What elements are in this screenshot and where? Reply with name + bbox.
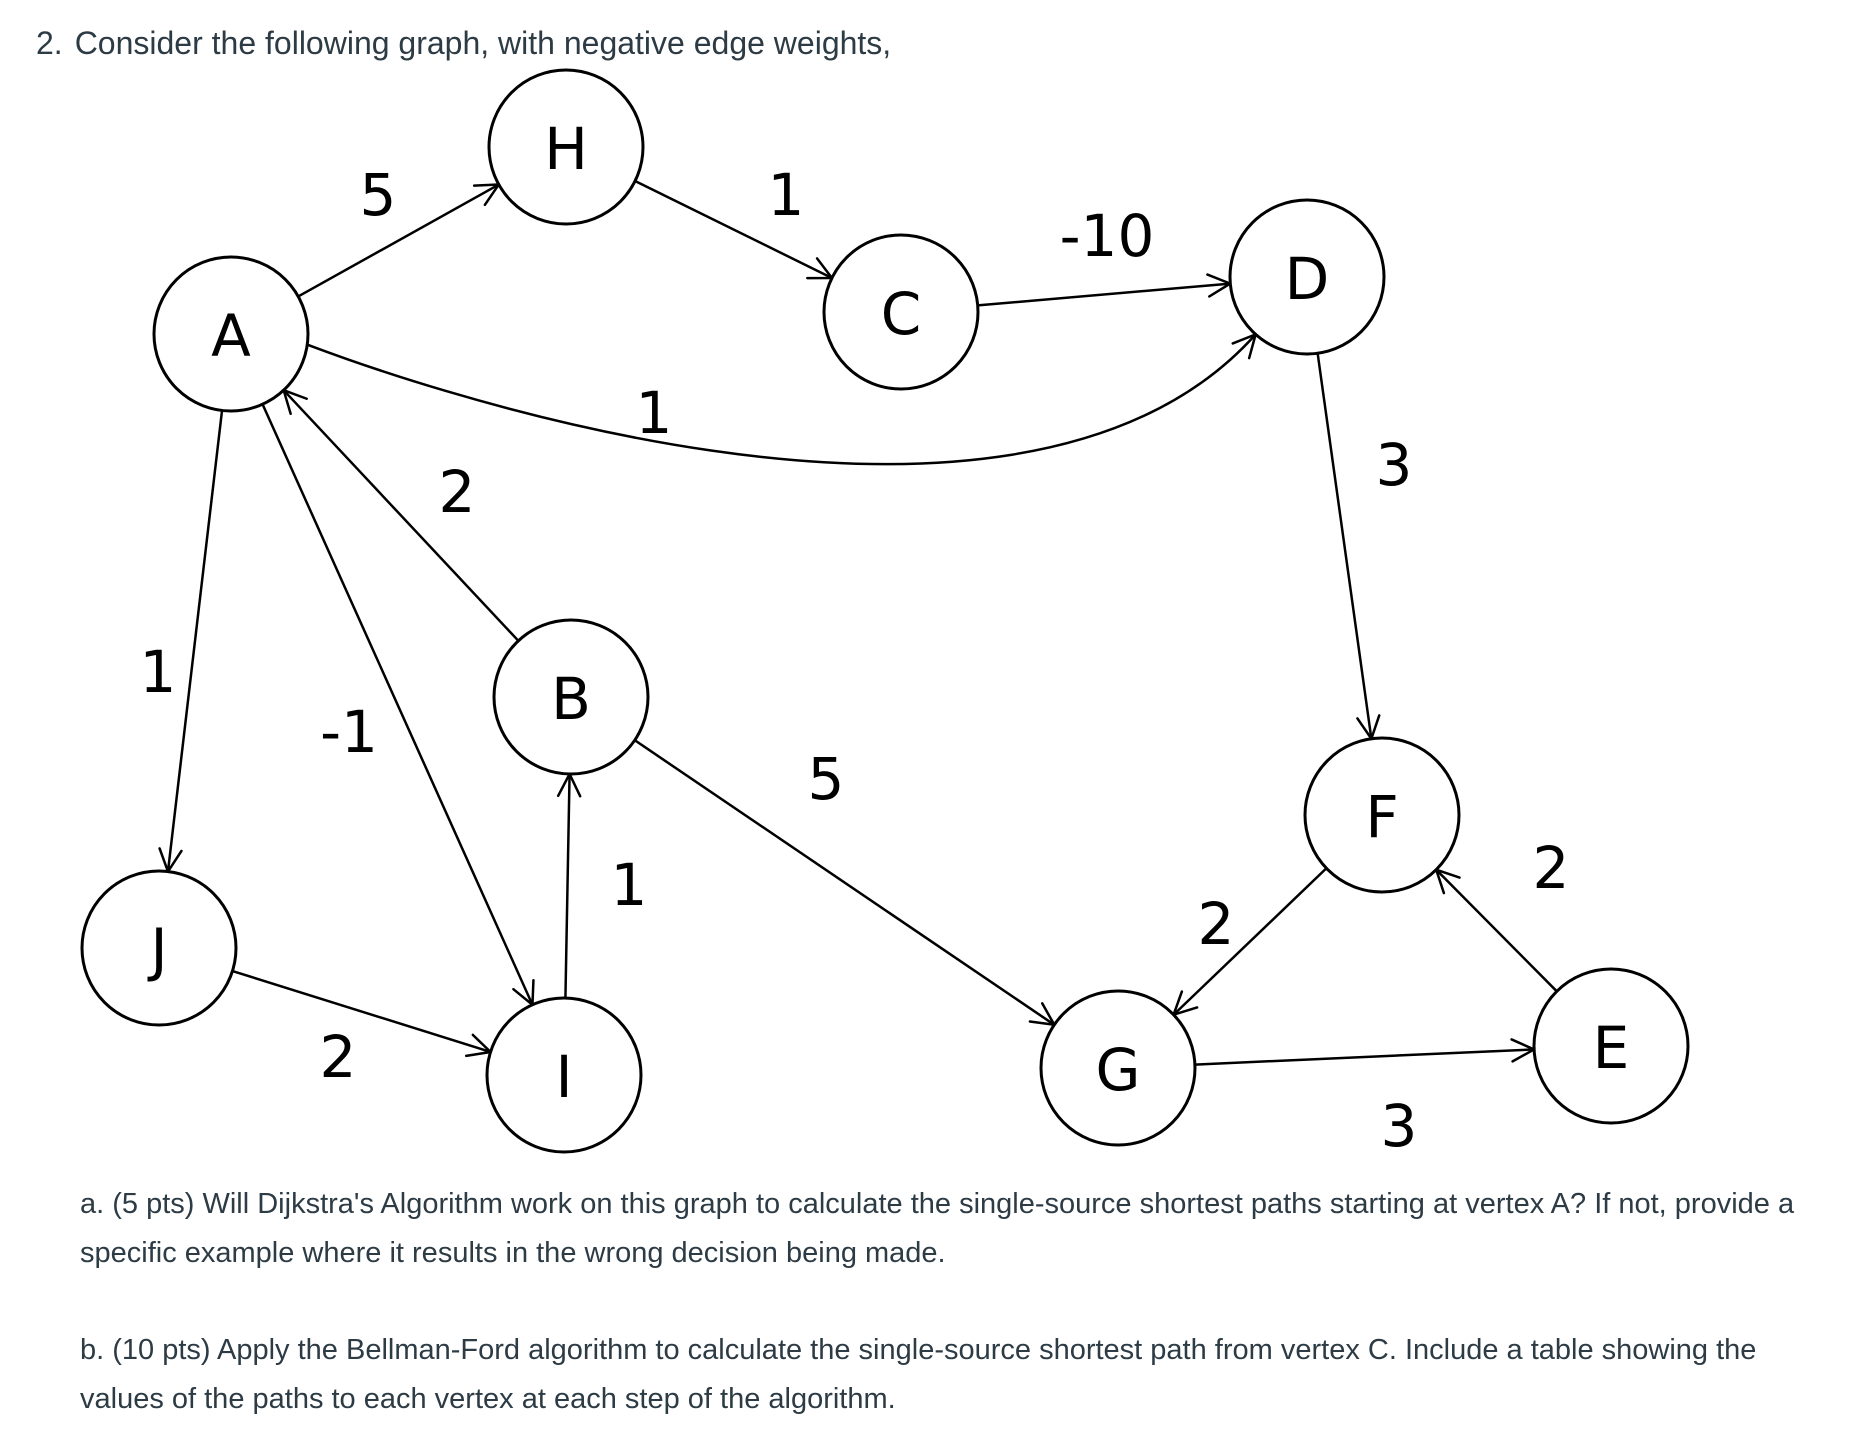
node-label: J [147,916,167,984]
edge-i-b [556,772,582,999]
node-circle [1303,736,1461,894]
node-j: J [80,869,238,1027]
edge-line [282,389,520,642]
node-f: F [1303,736,1461,894]
node-a: A [152,255,310,413]
edge-weight-f-g: 2 [1198,890,1235,958]
node-circle [487,68,645,226]
edge-weight-c-d: -10 [1060,202,1155,270]
edge-line [634,739,1055,1026]
node-label: F [1365,783,1398,851]
edge-weight-a-d: 1 [636,379,673,447]
edge-weight-d-f: 3 [1376,431,1413,499]
edge-line [1435,868,1558,993]
edge-line [634,179,833,280]
node-label: E [1593,1014,1630,1082]
edge-weight-b-a: 2 [439,458,476,526]
edge-a-i [261,403,535,1007]
graph-edges [158,179,1558,1066]
edge-line [297,183,500,298]
edge-weight-j-i: 2 [320,1023,357,1091]
edge-weight-g-e: 3 [1381,1092,1418,1160]
node-d: D [1228,198,1386,356]
edge-line [1172,867,1328,1016]
node-label: I [555,1043,572,1111]
edge-weight-a-i: -1 [320,698,378,766]
node-label: D [1285,245,1330,313]
graph-nodes: H A C D B F J I G E [80,68,1690,1154]
node-circle [1532,967,1690,1125]
question-number: 2. [36,25,63,61]
node-label: C [881,280,922,348]
edge-line [977,282,1231,307]
edge-line [166,410,224,872]
question-intro-text: Consider the following graph, with negat… [74,25,892,61]
node-i: I [485,996,643,1154]
node-label: H [544,115,588,183]
edge-j-i [232,969,492,1058]
graph-diagram: H A C D B F J I G E 5 1 -10 1 3 2 1 -1 1 5 2 2 2 3 [80,68,1690,1160]
edge-line [1194,1048,1535,1066]
node-circle [485,996,643,1154]
node-e: E [1532,967,1690,1125]
edge-f-g [1172,867,1328,1016]
question-part-b: b. (10 pts) Apply the Bellman-Ford algor… [80,1334,1757,1415]
node-circle [492,618,650,776]
node-circle [1228,198,1386,356]
edge-a-h [297,183,501,298]
edge-line [232,969,491,1054]
edge-weight-b-g: 5 [808,745,845,813]
node-circle [80,869,238,1027]
edge-weight-h-c: 1 [768,161,805,229]
node-circle [822,233,980,391]
node-label: A [211,302,251,370]
edge-g-e [1194,1038,1536,1066]
edge-b-a [282,388,520,642]
edge-weight-e-f: 2 [1533,834,1570,902]
node-b: B [492,618,650,776]
node-c: C [822,233,980,391]
question-intro: 2. Consider the following graph, with neg… [36,22,891,64]
node-label: G [1096,1036,1141,1104]
edge-b-g [634,739,1056,1027]
edge-c-d [977,273,1232,307]
node-h: H [487,68,645,226]
edge-weight-a-h: 5 [360,161,397,229]
question-part-a: a. (5 pts) Will Dijkstra's Algorithm wor… [80,1188,1795,1269]
edge-weight-a-j: 1 [140,638,177,706]
edge-line [306,333,1257,466]
node-label: B [551,665,591,733]
graph-edge-weights: 5 1 -10 1 3 2 1 -1 1 5 2 2 2 3 [140,161,1570,1160]
edge-line [1316,353,1373,739]
edge-weight-i-b: 1 [611,851,648,919]
edge-line [564,773,571,999]
node-circle [1039,989,1197,1147]
edge-d-f [1316,353,1381,740]
node-circle [152,255,310,413]
edge-a-d [306,333,1257,466]
edge-line [261,403,534,1006]
node-g: G [1039,989,1197,1147]
